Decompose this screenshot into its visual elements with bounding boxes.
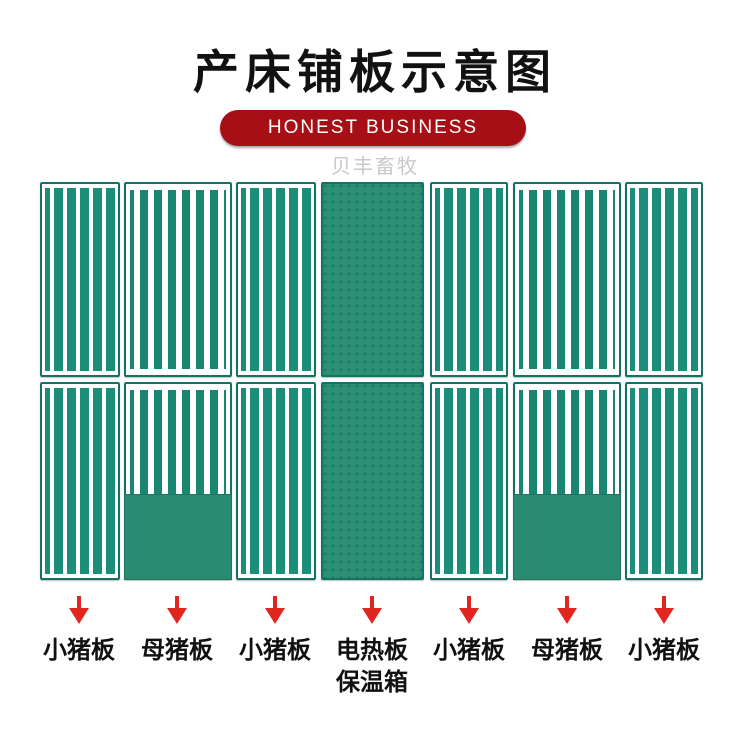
piglet-board-top-1 [40,182,120,377]
label-piglet-board: 小猪板 [43,636,115,664]
watermark-text: 贝丰畜牧 [331,154,419,178]
down-arrow-icon [167,596,187,624]
label-piglet-board: 小猪板 [239,636,311,664]
down-arrow-icon [362,596,382,624]
label-piglet-board: 小猪板 [433,636,505,664]
heating-board-top [321,182,424,377]
page-title: 产床铺板示意图 [193,45,557,99]
label-sow-board: 母猪板 [531,636,603,664]
sow-board-bottom-2 [124,382,232,580]
down-arrow-icon [654,596,674,624]
label-sow-board: 母猪板 [141,636,213,664]
down-arrow-icon [557,596,577,624]
sow-board-top-6 [513,182,621,377]
piglet-board-bottom-3 [236,382,316,580]
down-arrow-icon [459,596,479,624]
piglet-board-top-7 [625,182,703,377]
piglet-board-bottom-5 [430,382,508,580]
piglet-board-top-3 [236,182,316,377]
down-arrow-icon [265,596,285,624]
sow-board-solid-area [513,494,621,580]
piglet-board-bottom-7 [625,382,703,580]
label-piglet-board: 小猪板 [628,636,700,664]
honest-business-banner: HONEST BUSINESS [220,110,526,146]
label-incubator: 保温箱 [336,668,408,696]
piglet-board-top-5 [430,182,508,377]
sow-board-top-2 [124,182,232,377]
sow-board-bottom-6 [513,382,621,580]
piglet-board-bottom-1 [40,382,120,580]
label-heating-board: 电热板 保温箱 [317,634,427,698]
heating-board-bottom [321,382,424,580]
sow-board-solid-area [124,494,232,580]
down-arrow-icon [69,596,89,624]
